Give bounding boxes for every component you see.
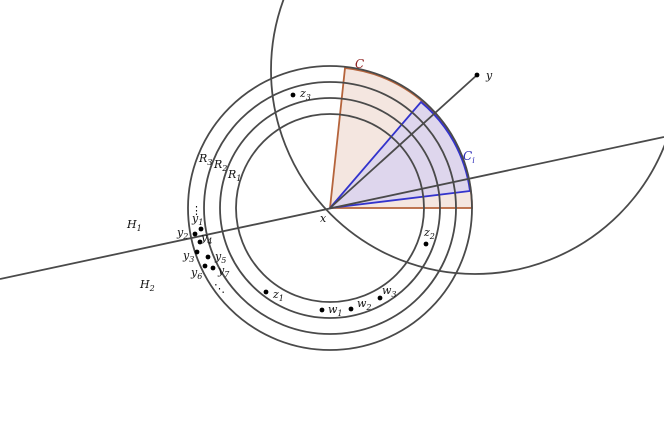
label-R3: R3	[198, 152, 212, 167]
point-z3	[290, 92, 296, 98]
separating-line	[0, 136, 664, 280]
label-y4: y4	[200, 231, 212, 246]
point-z2	[423, 241, 429, 247]
label-Ci: Ci	[463, 149, 475, 165]
ellipsis-lower: ⋱	[214, 282, 225, 295]
label-y5: y5	[214, 250, 226, 265]
circle-R1	[219, 97, 441, 319]
sector-Ci	[327, 100, 472, 210]
circle-R3	[187, 65, 473, 351]
point-y7	[210, 265, 216, 271]
label-R1: R1	[227, 168, 241, 183]
label-y: y	[485, 69, 493, 82]
point-z1	[263, 289, 269, 295]
point-w3	[377, 295, 383, 301]
ray-x-y	[329, 74, 478, 209]
ellipsis-upper: ⋮	[191, 204, 202, 217]
label-R2: R2	[213, 158, 227, 173]
point-y2	[192, 231, 198, 237]
point-y6	[202, 263, 208, 269]
point-y1	[198, 226, 204, 232]
label-y6: y6	[190, 266, 202, 281]
label-y7: y7	[217, 264, 230, 279]
point-w1	[319, 307, 325, 313]
label-H1: H1	[126, 218, 142, 233]
label-w2: w2	[357, 297, 372, 312]
point-w2	[348, 306, 354, 312]
label-y2: y2	[176, 226, 188, 241]
label-z1: z1	[272, 288, 284, 303]
label-w3: w3	[382, 284, 397, 299]
label-z3: z3	[299, 87, 311, 102]
circle-R0	[235, 113, 425, 303]
label-z2: z2	[423, 226, 435, 241]
label-y3: y3	[182, 249, 194, 264]
label-w1: w1	[328, 303, 343, 318]
label-C: C	[355, 57, 364, 71]
point-y4	[197, 239, 203, 245]
label-y1: y1	[191, 212, 203, 227]
points	[192, 72, 480, 313]
large-circle	[270, 0, 664, 275]
label-H2: H2	[139, 278, 155, 293]
circle-R2	[203, 81, 457, 335]
point-y5	[205, 254, 211, 260]
label-x: x	[320, 212, 327, 225]
point-y3	[194, 249, 200, 255]
point-y	[474, 72, 480, 78]
